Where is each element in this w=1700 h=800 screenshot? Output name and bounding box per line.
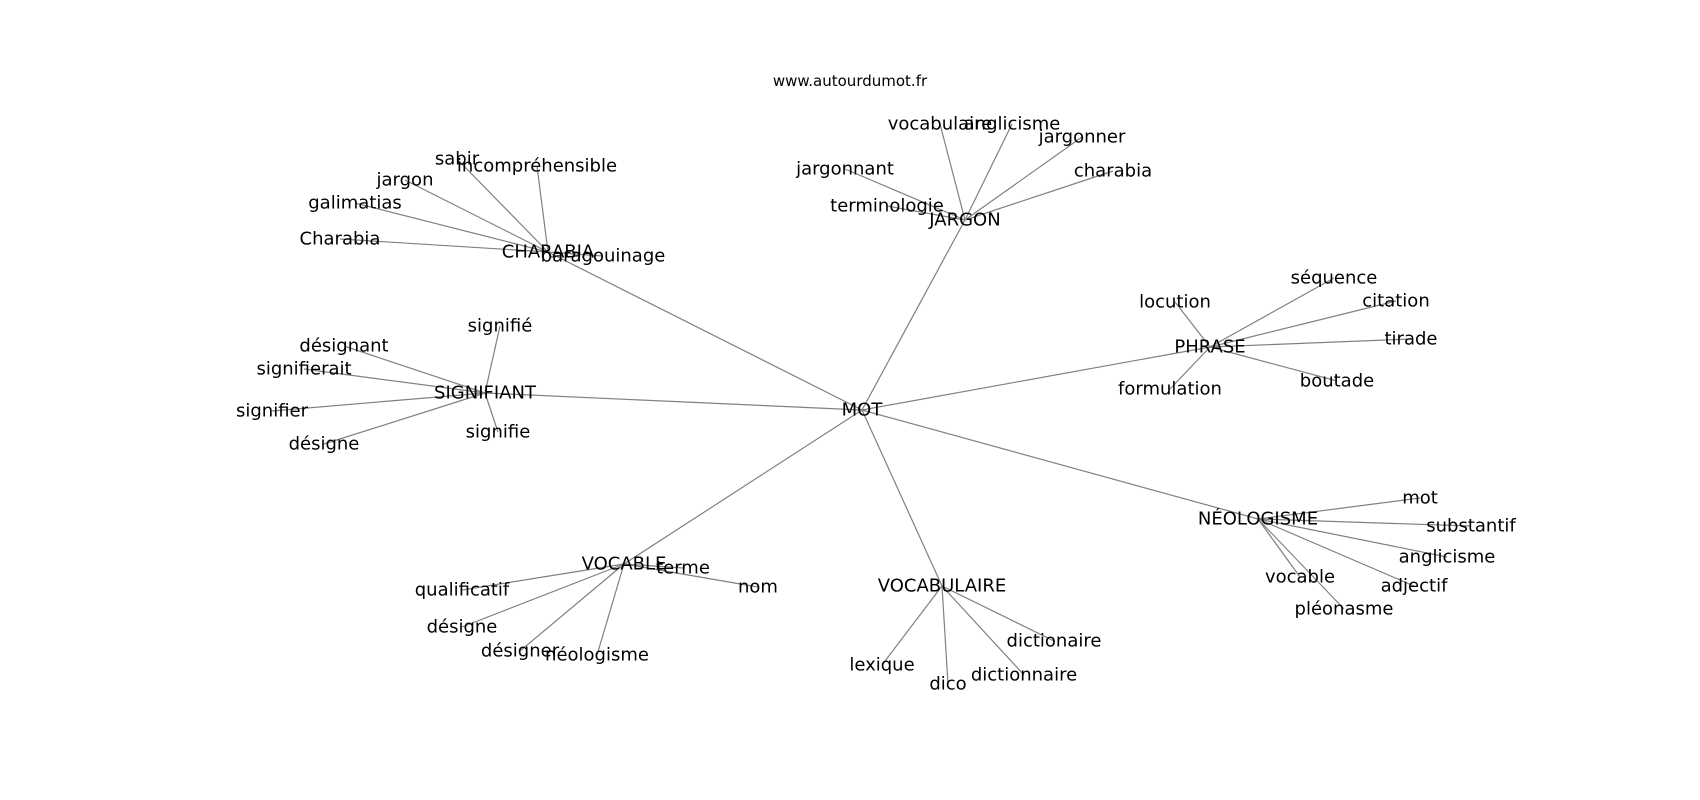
edge-mot-phrase	[861, 346, 1211, 411]
edge-jargon-charabia	[964, 170, 1114, 221]
node-leaf-neologisme[interactable]: néologisme	[545, 645, 649, 666]
edge-signifiant-designe	[323, 392, 486, 445]
node-leaf-anglicisme[interactable]: anglicisme	[964, 114, 1061, 135]
node-leaf-charabia[interactable]: Charabia	[300, 229, 381, 250]
edge-neologisme-pleonasme	[1257, 518, 1345, 610]
node-leaf-vocable[interactable]: vocable	[1265, 567, 1335, 588]
node-leaf-vocabulaire[interactable]: vocabulaire	[888, 114, 993, 135]
node-leaf-boutade[interactable]: boutade	[1300, 371, 1374, 392]
node-leaf-galimatias[interactable]: galimatias	[308, 193, 402, 214]
edge-signifiant-signifier	[271, 392, 486, 412]
node-leaf-anglicisme[interactable]: anglicisme	[1399, 547, 1496, 568]
node-leaf-charabia[interactable]: charabia	[1074, 161, 1152, 182]
edge-vocabulaire-lexique	[881, 585, 943, 666]
edge-mot-charabia	[547, 251, 863, 411]
edge-jargon-anglicisme	[964, 123, 1013, 221]
node-leaf-signifie[interactable]: signifie	[466, 422, 531, 443]
node-leaf-mot[interactable]: mot	[1402, 488, 1438, 509]
edge-charabia-baragouinage	[547, 251, 604, 257]
node-leaf-designant[interactable]: désignant	[299, 336, 388, 357]
node-hub-jargon[interactable]: JARGON	[928, 210, 1000, 231]
node-leaf-sabir[interactable]: sabir	[435, 149, 480, 170]
edge-phrase-sequence	[1209, 277, 1335, 348]
node-leaf-nom[interactable]: nom	[738, 577, 778, 598]
node-leaf-signifierait[interactable]: signifierait	[256, 359, 351, 380]
edge-vocable-terme	[623, 563, 684, 569]
node-hub-signifiant[interactable]: SIGNIFIANT	[434, 383, 537, 404]
node-leaf-signifie[interactable]: signifié	[468, 316, 533, 337]
node-leaf-dictionaire[interactable]: dictionaire	[1007, 631, 1102, 652]
node-leaf-lexique[interactable]: lexique	[849, 655, 914, 676]
edge-neologisme-vocable	[1257, 518, 1301, 578]
edge-neologisme-mot	[1257, 497, 1421, 520]
edge-mot-jargon	[861, 219, 966, 411]
edge-vocable-neologisme	[596, 563, 625, 656]
edge-phrase-citation	[1209, 300, 1397, 348]
edge-phrase-locution	[1174, 301, 1211, 348]
edge-vocable-designe	[461, 563, 625, 628]
node-leaf-pleonasme[interactable]: pléonasme	[1295, 599, 1394, 620]
node-leaf-designe[interactable]: désigne	[289, 434, 360, 455]
edge-mot-vocabulaire	[861, 409, 943, 587]
node-leaf-citation[interactable]: citation	[1362, 291, 1429, 312]
node-hub-vocabulaire[interactable]: VOCABULAIRE	[878, 576, 1007, 597]
node-leaf-substantif[interactable]: substantif	[1426, 516, 1516, 537]
node-leaf-dictionnaire[interactable]: dictionnaire	[971, 665, 1077, 686]
edge-vocabulaire-dictionaire	[941, 585, 1055, 642]
node-leaf-jargonner[interactable]: jargonner	[1038, 127, 1126, 148]
edge-neologisme-substantif	[1257, 518, 1472, 527]
edge-jargon-jargonnant	[844, 168, 966, 221]
edge-jargon-jargonner	[964, 136, 1083, 221]
node-hub-vocable[interactable]: VOCABLE	[582, 554, 667, 575]
graph-edges	[271, 123, 1472, 685]
node-leaf-incomprehensible[interactable]: incompréhensible	[457, 156, 617, 177]
node-leaf-tirade[interactable]: tirade	[1385, 329, 1438, 350]
node-leaf-baragouinage[interactable]: baragouinage	[541, 246, 666, 267]
edge-signifiant-designant	[343, 345, 486, 394]
node-leaf-signifier[interactable]: signifier	[236, 401, 309, 422]
node-hub-phrase[interactable]: PHRASE	[1174, 337, 1245, 358]
node-leaf-sequence[interactable]: séquence	[1291, 268, 1378, 289]
edge-signifiant-signifie	[484, 325, 501, 394]
edge-signifiant-signifie	[484, 392, 499, 433]
site-url: www.autourdumot.fr	[772, 72, 928, 90]
node-leaf-adjectif[interactable]: adjectif	[1381, 576, 1448, 597]
edge-signifiant-signifierait	[303, 368, 486, 394]
node-leaf-designe[interactable]: désigne	[427, 617, 498, 638]
edge-jargon-terminologie	[886, 205, 966, 221]
edge-jargon-vocabulaire	[939, 123, 966, 221]
edge-vocabulaire-dico	[941, 585, 949, 685]
edge-vocable-qualificatif	[461, 563, 625, 591]
node-leaf-formulation[interactable]: formulation	[1118, 379, 1222, 400]
edge-mot-neologisme	[861, 409, 1259, 520]
node-leaf-terme[interactable]: terme	[656, 558, 710, 579]
edge-neologisme-anglicisme	[1257, 518, 1448, 558]
edge-mot-vocable	[623, 409, 863, 565]
edge-charabia-sabir	[456, 158, 549, 253]
edge-phrase-formulation	[1169, 346, 1211, 390]
edge-neologisme-adjectif	[1257, 518, 1415, 587]
edge-vocable-designer	[519, 563, 625, 652]
node-hub-charabia[interactable]: CHARABIA	[502, 242, 595, 263]
node-leaf-designer[interactable]: désigner	[481, 641, 560, 662]
edge-mot-signifiant	[484, 392, 863, 411]
node-leaf-jargon[interactable]: jargon	[376, 170, 434, 191]
node-leaf-terminologie[interactable]: terminologie	[830, 196, 944, 217]
node-leaf-locution[interactable]: locution	[1139, 292, 1211, 313]
edge-vocable-nom	[623, 563, 759, 588]
edge-charabia-galimatias	[354, 202, 549, 253]
node-leaf-jargonnant[interactable]: jargonnant	[795, 159, 894, 180]
edge-charabia-incomprehensible	[536, 165, 549, 253]
node-leaf-qualificatif[interactable]: qualificatif	[415, 580, 510, 601]
edge-phrase-boutade	[1209, 346, 1338, 382]
edge-charabia-charabia	[339, 238, 549, 253]
node-leaf-dico[interactable]: dico	[929, 674, 966, 695]
node-hub-neologisme[interactable]: NÉOLOGISME	[1198, 508, 1318, 530]
edge-charabia-jargon	[404, 179, 549, 253]
edge-phrase-tirade	[1209, 338, 1412, 348]
edge-vocabulaire-dictionnaire	[941, 585, 1025, 676]
node-center-mot[interactable]: MOT	[842, 400, 884, 421]
